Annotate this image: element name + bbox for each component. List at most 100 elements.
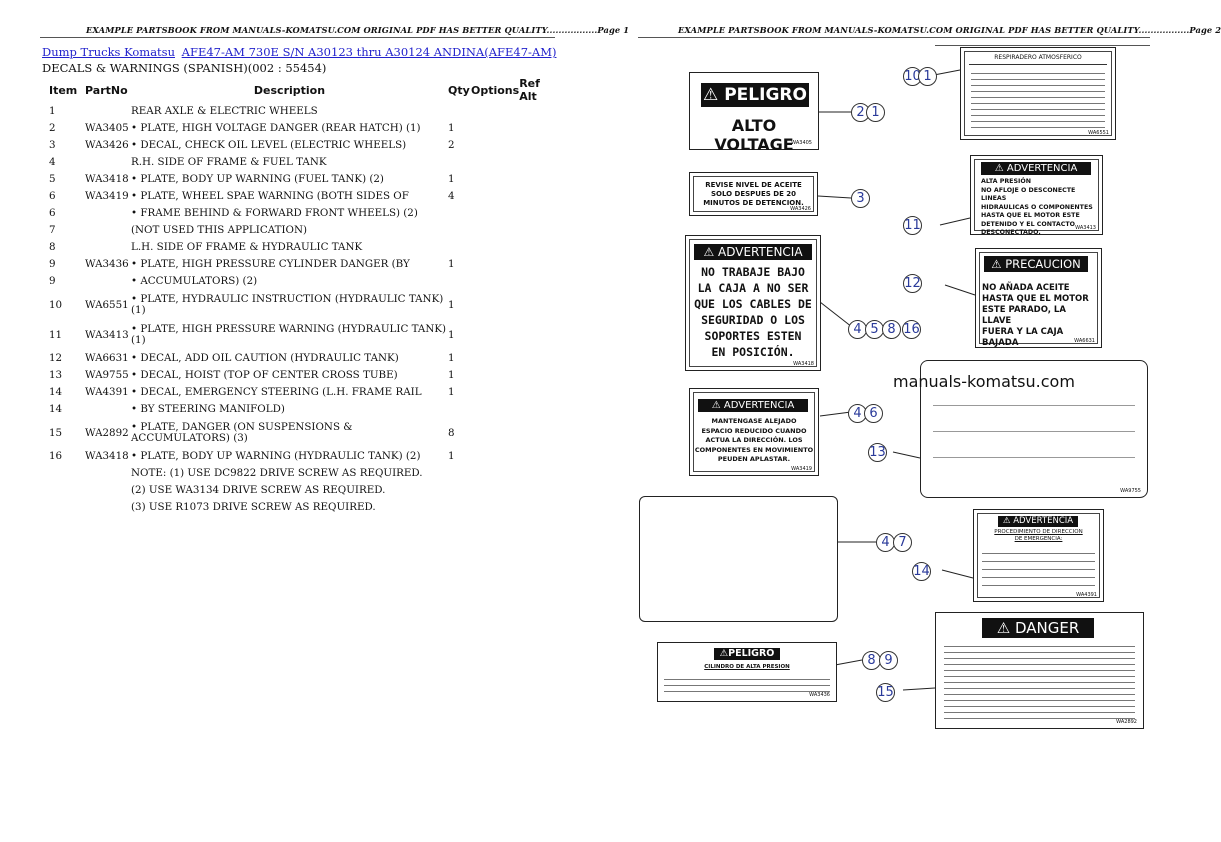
col-description: Description: [253, 83, 326, 97]
decal-precaucion-header: ⚠ PRECAUCION: [984, 256, 1088, 272]
decal-emergencia-fine-print: [982, 548, 1095, 592]
decal-advertencia-no-trabaje: ⚠ ADVERTENCIA NO TRABAJE BAJO LA CAJA A …: [685, 235, 821, 371]
col-partno: PartNo: [85, 83, 128, 97]
table-row: 4 R.H. SIDE OF FRAME & FUEL TANK: [42, 154, 561, 171]
section-subtitle: DECALS & WARNINGS (SPANISH)(002 : 55454): [42, 61, 327, 75]
decal-advertencia-head-text: ADVERTENCIA: [1013, 516, 1074, 526]
cell-description: • BY STEERING MANIFOLD): [131, 403, 285, 415]
callout[interactable]: 3: [851, 189, 870, 208]
warning-triangle-icon: ⚠: [991, 257, 1002, 271]
decal-code: WA4391: [1076, 592, 1097, 598]
decal-danger: ⚠ DANGER WA2892: [935, 612, 1144, 729]
col-qty: Qty: [448, 83, 470, 97]
table-row: 8 L.H. SIDE OF FRAME & HYDRAULIC TANK: [42, 239, 561, 256]
cell-qty: 8: [448, 426, 455, 439]
cell-item: 8: [49, 241, 56, 253]
cell-item: 11: [49, 328, 63, 341]
cell-item: 10: [49, 298, 63, 311]
decal-cilindro-fine-print: [664, 675, 830, 693]
cell-description: (2) USE WA3134 DRIVE SCREW AS REQUIRED.: [131, 484, 386, 496]
cell-partno: WA3405: [85, 122, 129, 134]
cell-qty: 1: [448, 122, 455, 134]
cell-partno: WA3418: [85, 450, 129, 462]
callout[interactable]: 16: [902, 320, 921, 339]
decal-precaucion-head-text: PRECAUCION: [1005, 257, 1081, 271]
decal-peligro-header: ⚠ PELIGRO: [701, 83, 809, 107]
table-row: 16 WA3418• PLATE, BODY UP WARNING (HYDRAU…: [42, 448, 561, 465]
decal-code: WA3413: [1075, 225, 1096, 231]
cell-qty: 1: [448, 352, 455, 364]
breadcrumb-link-dump-trucks[interactable]: Dump Trucks Komatsu: [42, 45, 175, 59]
decal-code: WA3418: [793, 361, 814, 367]
cell-description: NOTE: (1) USE DC9822 DRIVE SCREW AS REQU…: [131, 467, 423, 479]
cell-description: • DECAL, HOIST (TOP OF CENTER CROSS TUBE…: [131, 369, 398, 381]
decal-peligro-head-text: PELIGRO: [724, 85, 807, 105]
cell-item: 13: [49, 369, 63, 381]
cell-description: • PLATE, BODY UP WARNING (HYDRAULIC TANK…: [131, 450, 421, 462]
decal-alta-presion-text: ALTA PRESIÓN NO AFLOJE O DESCONECTE LINE…: [981, 178, 1093, 236]
decal-respiradero: RESPIRADERO ATMOSFERICO WA6551: [960, 47, 1116, 140]
cell-description: R.H. SIDE OF FRAME & FUEL TANK: [131, 156, 327, 168]
cell-description: (3) USE R1073 DRIVE SCREW AS REQUIRED.: [131, 501, 376, 513]
cell-partno: WA6631: [85, 352, 129, 364]
cell-description: L.H. SIDE OF FRAME & HYDRAULIC TANK: [131, 241, 363, 253]
decal-peligro-header: ⚠PELIGRO: [714, 648, 780, 660]
callout[interactable]: 11: [903, 216, 922, 235]
decal-revise-text: REVISE NIVEL DE ACEITE SOLO DESPUES DE 2…: [703, 181, 804, 207]
cell-item: 6: [49, 190, 56, 202]
callout[interactable]: 13: [868, 443, 887, 462]
decal-danger-head-text: DANGER: [1014, 619, 1080, 637]
callout[interactable]: 1: [866, 103, 885, 122]
callout[interactable]: 12: [903, 274, 922, 293]
breadcrumb-link-model[interactable]: AFE47-AM 730E S/N A30123 thru A30124 AND…: [181, 45, 557, 59]
breadcrumb: Dump Trucks Komatsu AFE47-AM 730E S/N A3…: [42, 45, 556, 59]
callout[interactable]: 14: [912, 562, 931, 581]
callout[interactable]: 8: [882, 320, 901, 339]
cell-item: 6: [49, 207, 56, 219]
cell-item: 14: [49, 403, 63, 415]
col-item: Item: [49, 83, 78, 97]
cell-qty: 1: [448, 369, 455, 381]
cell-description: • PLATE, BODY UP WARNING (FUEL TANK) (2): [131, 173, 384, 185]
decal-emergencia-text: PROCEDIMIENTO DE DIRECCION DE EMERGENCIA…: [994, 529, 1083, 542]
callout[interactable]: 7: [893, 533, 912, 552]
decal-respiradero-fine-print: [971, 70, 1105, 128]
decal-precaucion-text: NO AÑADA ACEITE HASTA QUE EL MOTOR ESTE …: [982, 283, 1089, 348]
cell-description: • PLATE, HIGH PRESSURE CYLINDER DANGER (…: [131, 258, 410, 270]
cell-item: 9: [49, 275, 56, 287]
warning-triangle-icon: ⚠: [719, 648, 729, 659]
cell-partno: WA9755: [85, 369, 129, 381]
callout[interactable]: 10: [903, 67, 922, 86]
cell-item: 4: [49, 156, 56, 168]
page2-header-rule: [638, 37, 1150, 38]
callout[interactable]: 15: [876, 683, 895, 702]
cell-item: 9: [49, 258, 56, 270]
decal-danger-fine-print: [944, 643, 1135, 719]
decal-advertencia-emergencia: ⚠ ADVERTENCIA PROCEDIMIENTO DE DIRECCION…: [973, 509, 1104, 602]
callout[interactable]: 5: [865, 320, 884, 339]
parts-table-header: Item PartNo Description Qty Options Ref …: [42, 77, 561, 103]
decal-alto-voltage-text: ALTO VOLTAGE: [714, 116, 794, 154]
callout[interactable]: 6: [864, 404, 883, 423]
decal-peligro-head-text: PELIGRO: [728, 648, 775, 659]
cell-partno: WA3418: [85, 173, 129, 185]
decal-mantengase-text: MANTENGASE ALEJADO ESPACIO REDUCIDO CUAN…: [694, 417, 814, 463]
cell-item: 16: [49, 450, 63, 462]
cell-description: • DECAL, ADD OIL CAUTION (HYDRAULIC TANK…: [131, 352, 399, 364]
decal-code: WA6631: [1074, 338, 1095, 344]
cell-description: REAR AXLE & ELECTRIC WHEELS: [131, 105, 318, 117]
cell-description: • PLATE, DANGER (ON SUSPENSIONS & ACCUMU…: [131, 421, 353, 444]
decal-advertencia-head-text: ADVERTENCIA: [1006, 163, 1078, 174]
callout[interactable]: 1: [918, 67, 937, 86]
cell-description: • PLATE, HIGH VOLTAGE DANGER (REAR HATCH…: [131, 122, 421, 134]
cell-qty: 1: [448, 328, 455, 341]
decal-code: WA3436: [809, 692, 830, 698]
decal-advertencia-head-text: ADVERTENCIA: [723, 400, 795, 411]
cell-qty: 2: [448, 139, 455, 151]
cell-item: 1: [49, 105, 56, 117]
callout[interactable]: 9: [879, 651, 898, 670]
callout[interactable]: 4: [848, 404, 867, 423]
